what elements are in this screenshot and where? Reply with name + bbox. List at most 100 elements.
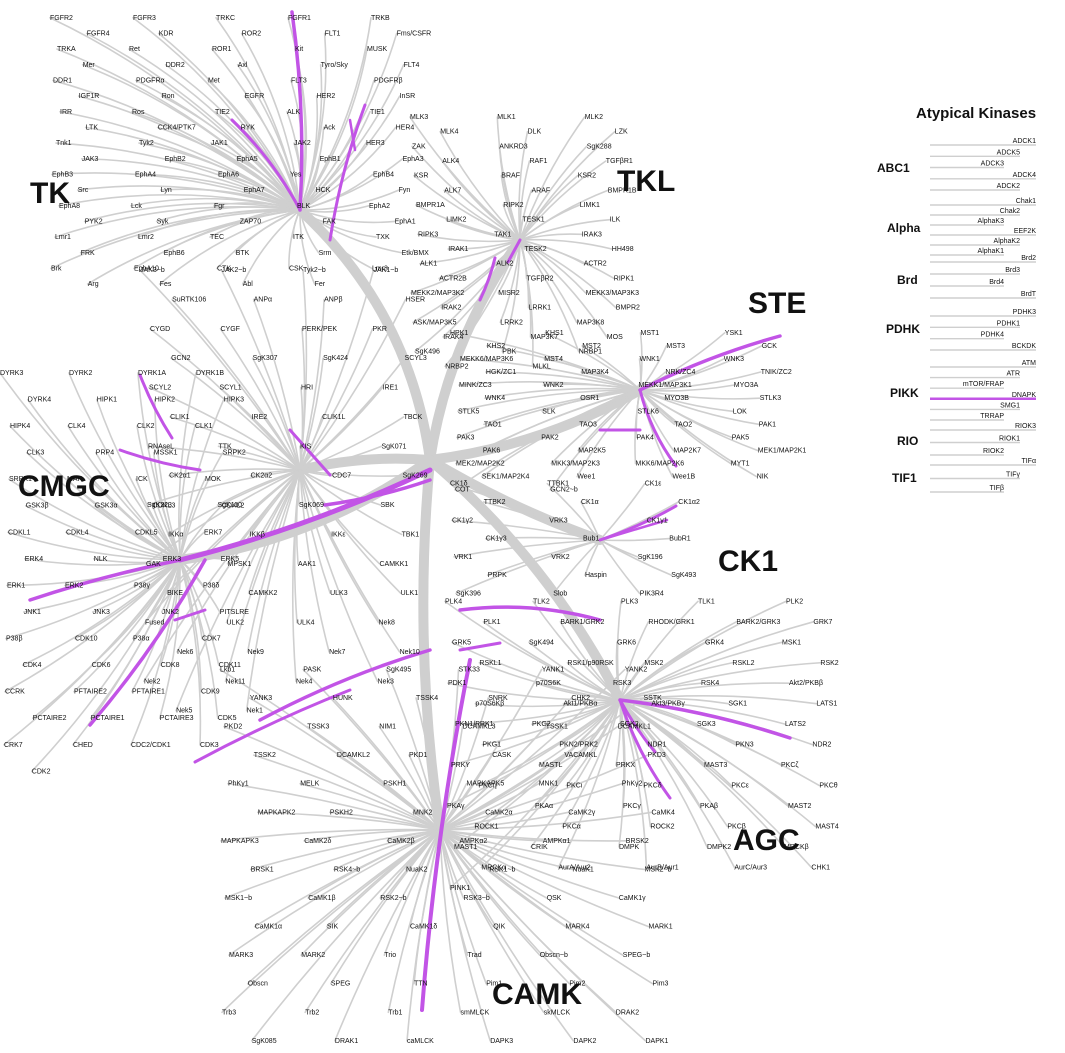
atypical-kinase-label: TRRAP bbox=[980, 413, 1004, 420]
branch-tkl bbox=[411, 145, 521, 241]
kinase-label: Bub1 bbox=[583, 536, 599, 543]
branch-agc bbox=[619, 699, 817, 828]
kinase-label: SgK071 bbox=[382, 443, 407, 450]
branch-camk bbox=[223, 725, 441, 831]
branch-cmgc bbox=[8, 478, 181, 561]
atypical-kinase-label: TIFβ bbox=[989, 485, 1004, 492]
kinase-label: RAF1 bbox=[530, 158, 548, 165]
kinase-label: YANK3 bbox=[250, 695, 273, 702]
atypical-kinase-label: Brd2 bbox=[1021, 255, 1036, 262]
kinase-label: DLK bbox=[528, 129, 542, 136]
branch-other bbox=[146, 469, 301, 506]
kinase-label: SgK196 bbox=[638, 554, 663, 561]
kinase-label: SIK bbox=[327, 924, 339, 931]
atypical-kinase-label: ADCK1 bbox=[1013, 138, 1036, 145]
kinase-label: MYO3B bbox=[664, 395, 689, 402]
kinase-label: SPEG bbox=[331, 981, 350, 988]
atypical-kinase-label: RIOK2 bbox=[983, 448, 1004, 455]
atypical-kinase-label: TIFα bbox=[1021, 458, 1036, 465]
kinase-label: CLIK1L bbox=[322, 414, 345, 421]
kinase-label: CHK2 bbox=[571, 695, 590, 702]
kinase-label: MSK1~b bbox=[225, 895, 252, 902]
kinase-label: HIPK2 bbox=[155, 397, 175, 404]
branch-tk bbox=[156, 126, 301, 211]
kinase-label: IRAK4 bbox=[443, 334, 463, 341]
kinase-label: CRIK bbox=[531, 844, 548, 851]
branch-cmgc bbox=[5, 559, 181, 640]
branch-other bbox=[299, 469, 401, 653]
kinase-label: smMLCK bbox=[461, 1009, 490, 1016]
branch-camk bbox=[439, 829, 654, 985]
kinase-label: Fer bbox=[315, 281, 326, 288]
kinase-label: Tyk2~b bbox=[303, 267, 326, 274]
kinase-label: RIPK2 bbox=[503, 202, 523, 209]
kinase-label: Fyn bbox=[399, 187, 411, 194]
branch-agc bbox=[447, 682, 621, 701]
kinase-label: Tyk2 bbox=[139, 140, 154, 147]
atypical-family-pikk: PIKK bbox=[890, 386, 919, 400]
branch-camk bbox=[439, 829, 627, 842]
kinase-label: EphB3 bbox=[52, 171, 73, 178]
kinase-label: FRK bbox=[81, 250, 95, 257]
kinase-label: PKCε bbox=[731, 783, 749, 790]
branch-agc bbox=[530, 699, 621, 848]
branch-ck1 bbox=[546, 482, 601, 541]
kinase-label: CLK4 bbox=[68, 423, 86, 430]
kinase-label: DYRK2 bbox=[69, 370, 92, 377]
branch-camk bbox=[439, 754, 649, 831]
kinase-label: CaMK1δ bbox=[410, 924, 437, 931]
branch-tkl bbox=[443, 189, 521, 241]
kinase-label: DAPK1 bbox=[646, 1038, 669, 1045]
kinase-label: CK2α2 bbox=[251, 473, 273, 480]
kinase-label: MOK bbox=[205, 476, 221, 483]
kinase-label: Lmr2 bbox=[138, 234, 154, 241]
kinase-label: NDR2 bbox=[812, 742, 831, 749]
kinase-label: GAK bbox=[146, 561, 161, 568]
highlighted-branches bbox=[28, 10, 792, 1012]
kinase-label: TTK bbox=[219, 443, 233, 450]
branch-camk bbox=[439, 811, 487, 831]
kinase-label: Nek1 bbox=[247, 708, 263, 715]
kinase-label: STLK6 bbox=[638, 408, 660, 415]
kinase-label: ACTR2B bbox=[439, 275, 467, 282]
kinase-label: EphA1 bbox=[395, 218, 416, 225]
kinase-label: PKG1 bbox=[482, 742, 501, 749]
kinase-label: LATS1 bbox=[816, 701, 837, 708]
branch-cmgc bbox=[131, 559, 181, 693]
branch-cmgc bbox=[68, 372, 181, 561]
kinase-label: CLK3 bbox=[27, 450, 45, 457]
branch-ck1 bbox=[580, 501, 601, 541]
branch-camk bbox=[329, 811, 441, 831]
kinase-label: BARK2/GRK3 bbox=[736, 619, 780, 626]
kinase-label: PKCι bbox=[566, 783, 582, 790]
kinase-label: MST3 bbox=[666, 343, 685, 350]
branch-tkl bbox=[417, 233, 521, 243]
branch-camk bbox=[439, 829, 575, 1042]
kinase-label: ALK bbox=[287, 109, 301, 116]
kinase-label: Akt1/PKBα bbox=[563, 701, 597, 708]
kinase-label: Etk/BMX bbox=[402, 250, 430, 257]
kinase-label: CaMK2γ bbox=[568, 809, 595, 816]
kinase-label: CK2α1 bbox=[169, 473, 191, 480]
kinase-label: CaMK1γ bbox=[619, 895, 646, 902]
branch-ste bbox=[639, 345, 668, 391]
kinase-label: KSR bbox=[414, 173, 428, 180]
kinase-label: PRKY bbox=[451, 762, 470, 769]
kinase-label: RYK bbox=[241, 124, 256, 131]
kinase-label: ERK2 bbox=[65, 582, 83, 589]
kinase-label: MEKK2/MAP3K2 bbox=[411, 290, 464, 297]
kinase-label: TSSK1 bbox=[546, 724, 568, 731]
kinase-label: ERK5 bbox=[221, 556, 239, 563]
kinase-label: ROCK1 bbox=[474, 824, 498, 831]
branch-tk bbox=[299, 209, 396, 224]
branch-agc bbox=[615, 641, 621, 701]
kinase-label: ZAK bbox=[412, 143, 426, 150]
kinase-label: Arg bbox=[88, 281, 99, 288]
kinase-label: p70S6K bbox=[536, 680, 561, 687]
kinase-label: SNRK bbox=[488, 695, 508, 702]
kinase-label: CRK7 bbox=[4, 742, 23, 749]
kinase-label: Trb1 bbox=[388, 1009, 402, 1016]
kinase-label: Trb2 bbox=[305, 1009, 319, 1016]
kinase-label: MARK4 bbox=[565, 924, 589, 931]
branch-tk bbox=[235, 157, 301, 211]
